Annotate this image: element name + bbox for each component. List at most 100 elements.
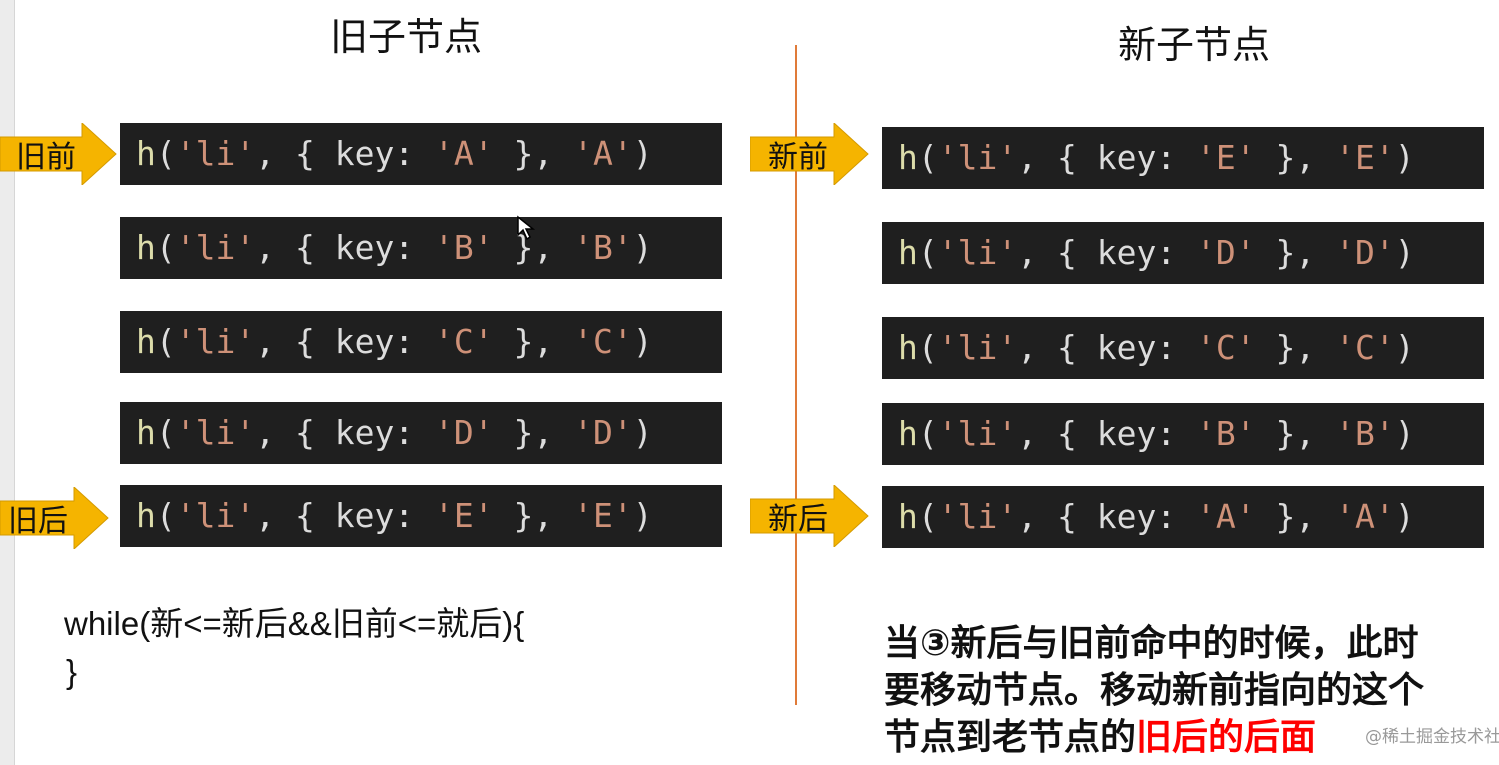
punct: )	[1394, 233, 1415, 272]
punct: (	[155, 134, 176, 173]
key-string: 'B'	[1196, 414, 1256, 453]
tag-string: 'li'	[175, 496, 256, 535]
arrow-right-icon	[0, 487, 109, 549]
old-node-row: h('li', { key: 'C' }, 'C')	[120, 311, 722, 373]
new-children-title: 新子节点	[1118, 23, 1271, 67]
punct: , { key:	[255, 134, 435, 173]
punct: },	[493, 413, 574, 452]
fn-name: h	[898, 414, 918, 453]
punct: },	[1255, 414, 1336, 453]
key-string: 'E'	[1196, 138, 1256, 177]
old-front-pointer: 旧前	[0, 123, 118, 185]
key-string: 'E'	[434, 496, 494, 535]
column-divider	[795, 45, 797, 705]
new-back-pointer: 新后	[750, 485, 870, 547]
fn-name: h	[136, 496, 156, 535]
punct: )	[632, 413, 653, 452]
explanation-note: 当③新后与旧前命中的时候，此时要移动节点。移动新前指向的这个节点到老节点的旧后的…	[884, 620, 1444, 761]
key-string: 'B'	[434, 228, 494, 267]
punct: (	[155, 496, 176, 535]
punct: },	[1255, 138, 1336, 177]
punct: (	[917, 497, 938, 536]
punct: (	[917, 138, 938, 177]
note-highlight: 旧后的后面	[1136, 717, 1317, 758]
note-text: 当③新后与旧前命中的时候，此时要移动节点。移动新前指向的这个节点到老节点的	[884, 623, 1425, 758]
punct: , { key:	[1017, 328, 1197, 367]
text-string: 'B'	[1335, 414, 1395, 453]
arrow-right-icon	[750, 485, 869, 547]
key-string: 'A'	[434, 134, 494, 173]
loop-code-line1: while(新<=新后&&旧前<=就后){	[64, 605, 525, 642]
punct: },	[1255, 233, 1336, 272]
text-string: 'B'	[573, 228, 633, 267]
punct: , { key:	[1017, 233, 1197, 272]
text-string: 'E'	[573, 496, 633, 535]
punct: )	[1394, 414, 1415, 453]
tag-string: 'li'	[175, 322, 256, 361]
old-back-pointer: 旧后	[0, 487, 110, 549]
punct: },	[1255, 328, 1336, 367]
fn-name: h	[136, 413, 156, 452]
fn-name: h	[898, 328, 918, 367]
punct: )	[1394, 497, 1415, 536]
key-string: 'A'	[1196, 497, 1256, 536]
tag-string: 'li'	[937, 138, 1018, 177]
fn-name: h	[898, 497, 918, 536]
tag-string: 'li'	[937, 328, 1018, 367]
punct: (	[155, 413, 176, 452]
punct: )	[1394, 328, 1415, 367]
loop-code: while(新<=新后&&旧前<=就后){}	[64, 600, 524, 696]
arrow-right-icon	[750, 123, 869, 185]
tag-string: 'li'	[175, 413, 256, 452]
punct: (	[155, 228, 176, 267]
text-string: 'A'	[1335, 497, 1395, 536]
fn-name: h	[898, 233, 918, 272]
tag-string: 'li'	[175, 134, 256, 173]
new-front-pointer: 新前	[750, 123, 870, 185]
window-edge	[0, 0, 15, 765]
text-string: 'A'	[573, 134, 633, 173]
new-node-row: h('li', { key: 'D' }, 'D')	[882, 222, 1484, 284]
punct: },	[493, 322, 574, 361]
tag-string: 'li'	[175, 228, 256, 267]
arrow-right-icon	[0, 123, 117, 185]
fn-name: h	[898, 138, 918, 177]
punct: (	[917, 328, 938, 367]
key-string: 'D'	[1196, 233, 1256, 272]
new-node-row: h('li', { key: 'B' }, 'B')	[882, 403, 1484, 465]
punct: )	[632, 134, 653, 173]
fn-name: h	[136, 322, 156, 361]
old-node-row: h('li', { key: 'E' }, 'E')	[120, 485, 722, 547]
key-string: 'D'	[434, 413, 494, 452]
watermark: @稀土掘金技术社区	[1365, 727, 1499, 747]
fn-name: h	[136, 228, 156, 267]
key-string: 'C'	[434, 322, 494, 361]
key-string: 'C'	[1196, 328, 1256, 367]
punct: , { key:	[1017, 414, 1197, 453]
punct: , { key:	[255, 322, 435, 361]
text-string: 'D'	[573, 413, 633, 452]
punct: },	[493, 228, 574, 267]
punct: , { key:	[255, 496, 435, 535]
old-node-row: h('li', { key: 'B' }, 'B')	[120, 217, 722, 279]
new-node-row: h('li', { key: 'A' }, 'A')	[882, 486, 1484, 548]
new-node-row: h('li', { key: 'E' }, 'E')	[882, 127, 1484, 189]
punct: },	[493, 134, 574, 173]
punct: )	[632, 322, 653, 361]
loop-code-line2: }	[66, 653, 78, 690]
tag-string: 'li'	[937, 414, 1018, 453]
tag-string: 'li'	[937, 233, 1018, 272]
old-front-label: 旧前	[16, 140, 76, 175]
text-string: 'D'	[1335, 233, 1395, 272]
punct: (	[155, 322, 176, 361]
text-string: 'C'	[1335, 328, 1395, 367]
new-front-label: 新前	[768, 140, 828, 175]
fn-name: h	[136, 134, 156, 173]
new-back-label: 新后	[768, 502, 828, 537]
tag-string: 'li'	[937, 497, 1018, 536]
punct: , { key:	[255, 228, 435, 267]
old-back-label: 旧后	[8, 504, 68, 539]
new-node-row: h('li', { key: 'C' }, 'C')	[882, 317, 1484, 379]
punct: (	[917, 233, 938, 272]
punct: )	[632, 496, 653, 535]
